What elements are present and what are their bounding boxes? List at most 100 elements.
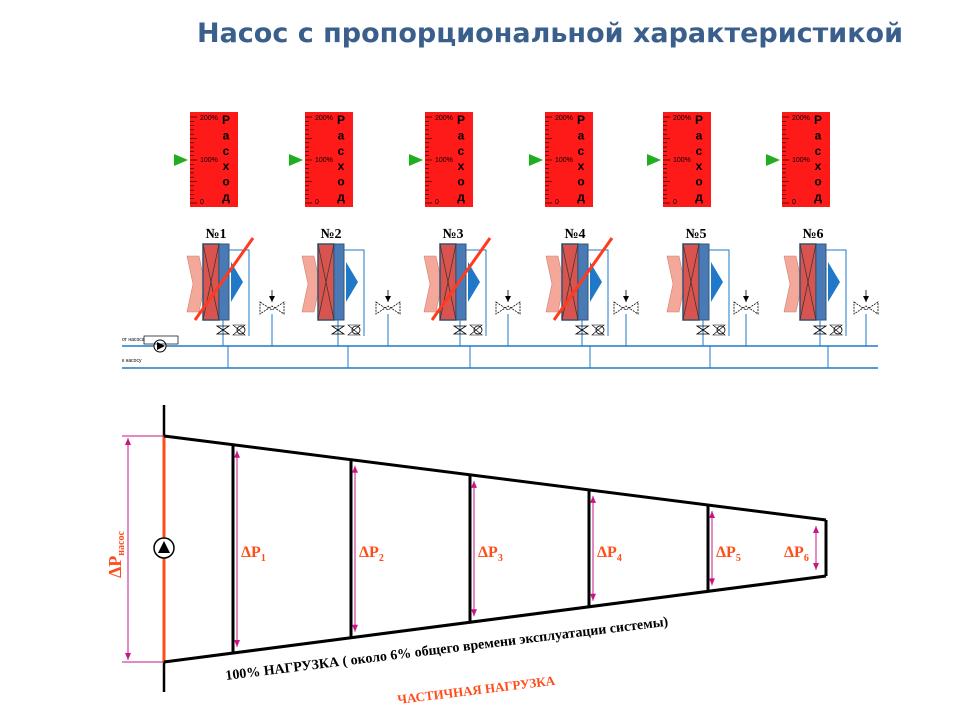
valve-icon (469, 324, 483, 336)
heat-exchanger-side (218, 243, 230, 321)
dp-label: ΔP1 (241, 544, 266, 564)
supply-label: от насоса (122, 337, 145, 343)
balancing-valve-icon (495, 301, 521, 315)
air-inlet-arrow-icon (666, 255, 686, 313)
flow-meter-letter: д (695, 190, 703, 204)
flow-meter-scale-0: 0 (792, 199, 796, 206)
flow-meter-letter: Р (695, 113, 703, 127)
valve-icon (812, 325, 828, 335)
dp-label-sub: 6 (804, 553, 809, 564)
flow-level-arrow-icon (647, 154, 661, 166)
flow-meter-letter: х (458, 159, 465, 173)
flow-meter-body (425, 112, 473, 207)
consumer-unit: №6 (783, 227, 847, 346)
flow-meter-letter: д (577, 190, 585, 204)
valve-icon (829, 324, 843, 336)
flow-meter-scale-200: 200% (200, 115, 218, 122)
air-inlet-arrow-icon (301, 255, 321, 313)
balancing-valve-icon (259, 301, 285, 315)
flow-meter-letter: а (458, 128, 465, 142)
dp-label-sub: 1 (261, 553, 266, 564)
consumer-label: №2 (320, 227, 341, 242)
return-label: к насосу (122, 358, 142, 364)
flow-meter-letter: о (457, 175, 464, 189)
flow-meter-letter: с (578, 144, 585, 158)
balancing-valve-icon (375, 301, 401, 315)
flow-meter-scale-200: 200% (792, 115, 810, 122)
balancing-valve (853, 290, 879, 346)
dp-label-sub: 3 (498, 553, 503, 564)
consumer-label: №4 (564, 227, 585, 242)
unit-pipe (709, 249, 730, 336)
dp-label: ΔP4 (597, 544, 622, 564)
heat-exchanger-side (698, 243, 710, 321)
flow-level-arrow-icon (174, 154, 188, 166)
valve-icon (695, 325, 711, 335)
air-outlet-arrow-icon (468, 262, 480, 302)
dp-label-main: ΔP (359, 544, 379, 561)
flow-meter-scale-200: 200% (673, 115, 691, 122)
flow-level-arrow-icon (766, 154, 780, 166)
flow-meter-letter: о (222, 175, 229, 189)
dp-label-main: ΔP (478, 544, 498, 561)
balancing-valve (733, 290, 759, 346)
balancing-valve (495, 290, 521, 346)
air-outlet-arrow-icon (828, 262, 840, 302)
unit-off-cross (430, 237, 492, 321)
balancing-valve (375, 290, 401, 346)
flow-meter-scale-0: 0 (673, 199, 677, 206)
consumer-unit: №3 (423, 227, 492, 346)
consumer-unit: №2 (301, 227, 365, 346)
flow-meter-scale-0: 0 (315, 199, 319, 206)
flow-meter-letter: д (337, 190, 345, 204)
pump-dp-label: ΔPнасос (105, 531, 127, 578)
unit-pipe (229, 249, 250, 336)
flow-meter-scale-100: 100% (435, 157, 453, 164)
flow-meter-scale-100: 100% (315, 157, 333, 164)
balancing-valve-icon (733, 301, 759, 315)
flow-meter-letter: Р (577, 113, 585, 127)
flow-meter-letter: д (222, 190, 230, 204)
flow-meter-scale-100: 100% (792, 157, 810, 164)
unit-off-cross (552, 237, 614, 321)
consumer-unit: №5 (666, 227, 730, 346)
dp-label-main: ΔP (784, 544, 804, 561)
flow-meter-scale-200: 200% (555, 115, 573, 122)
valve-icon (591, 324, 605, 336)
valve-actuator-icon (236, 325, 246, 335)
flow-meter-letter: х (578, 159, 585, 173)
valve-actuator-icon (833, 325, 843, 335)
heat-exchanger-side (815, 243, 827, 321)
heat-exchanger-side (455, 243, 467, 321)
heat-exchanger-side (333, 243, 345, 321)
unit-pipe (588, 249, 609, 336)
flow-meter-body (663, 112, 711, 207)
air-inlet-arrow-icon (783, 255, 803, 313)
flow-meter-letter: с (458, 144, 465, 158)
valve-icon (452, 325, 468, 335)
return-pressure-line (163, 574, 827, 664)
flow-meter-body (305, 112, 353, 207)
dp-label-sub: 5 (736, 553, 741, 564)
flow-meter-scale-100: 100% (673, 157, 691, 164)
consumer-label: №5 (685, 227, 706, 242)
flow-meter-scale-100: 100% (200, 157, 218, 164)
flow-meter-letter: Р (814, 113, 822, 127)
unit-pipe (826, 249, 847, 336)
consumer-label: №1 (205, 227, 226, 242)
flow-meter-letter: о (337, 175, 344, 189)
balancing-valve-icon (613, 301, 639, 315)
partial-load-caption: ЧАСТИЧНАЯ НАГРУЗКА (397, 673, 557, 707)
dp-label-main: ΔP (597, 544, 617, 561)
dp-label: ΔP2 (359, 544, 384, 564)
consumer-label: №3 (442, 227, 463, 242)
flow-level-arrow-icon (409, 154, 423, 166)
unit-off-cross (193, 237, 255, 321)
flow-meter-letter: о (577, 175, 584, 189)
flow-meter-scale-0: 0 (435, 199, 439, 206)
